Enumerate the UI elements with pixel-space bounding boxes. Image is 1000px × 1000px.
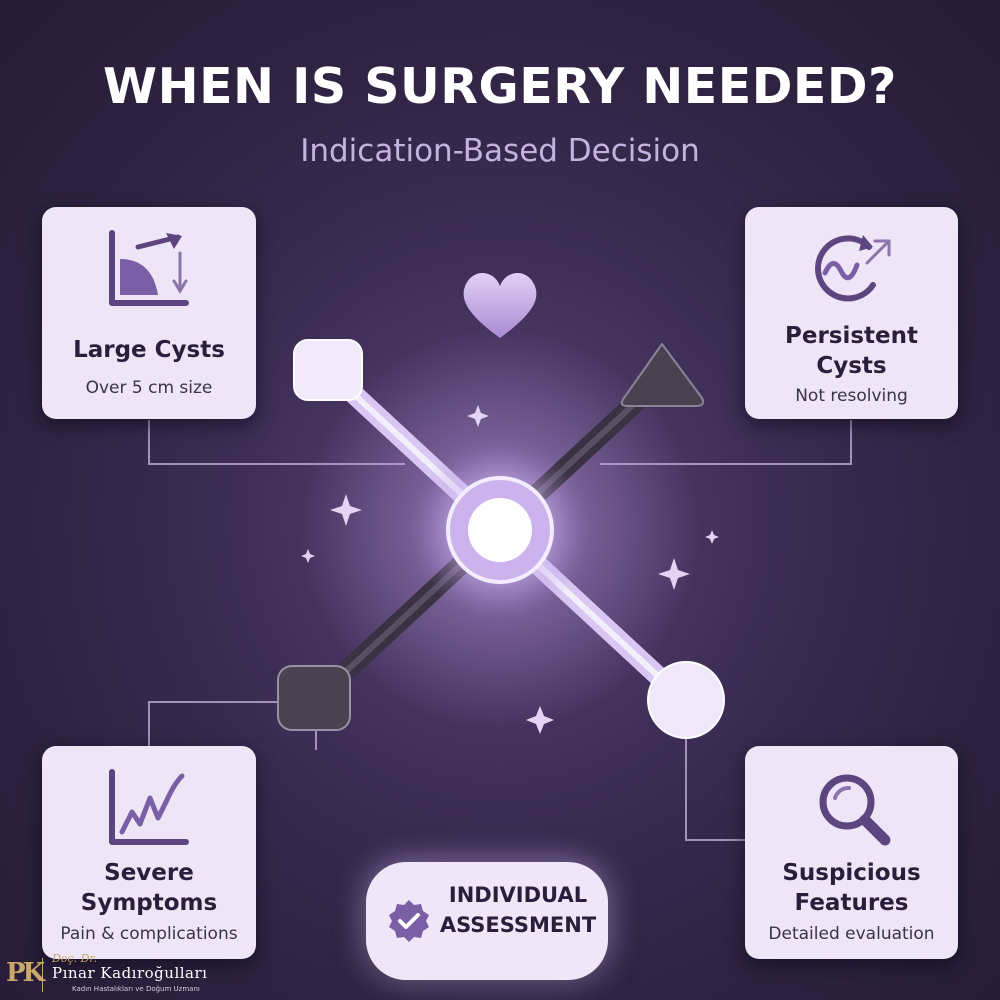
- card-subtitle: Detailed evaluation: [768, 924, 935, 944]
- node-triangle-dark: [620, 343, 705, 407]
- line-chart-spike-icon: [109, 769, 189, 845]
- magnifier-icon: [819, 774, 891, 846]
- chart-area-expand-icon: [109, 230, 189, 306]
- refresh-wave-icon: [815, 235, 891, 302]
- check-badge-icon: [389, 900, 429, 942]
- sparkle-4: [705, 530, 719, 544]
- node-square-light: [293, 339, 363, 401]
- connector-suspicious-features: [685, 720, 748, 841]
- logo-monogram: PK: [6, 958, 45, 988]
- card-title: Large Cysts: [73, 337, 225, 363]
- card-subtitle: Pain & complications: [60, 924, 238, 944]
- logo-name: Pınar Kadıroğulları: [52, 964, 208, 982]
- node-circle-light: [647, 661, 725, 739]
- logo-tagline: Kadın Hastalıkları ve Doğum Uzmanı: [72, 985, 200, 993]
- heart-icon: [463, 272, 537, 338]
- sparkle-5: [658, 558, 690, 590]
- badge-line-2: ASSESSMENT: [439, 913, 597, 937]
- logo-divider: [42, 958, 43, 992]
- card-subtitle: Over 5 cm size: [85, 378, 213, 398]
- brand-logo: PK Doç. Dr. Pınar Kadıroğulları Kadın Ha…: [6, 952, 236, 998]
- card-suspicious-features: Suspicious Features Detailed evaluation: [745, 746, 958, 959]
- logo-prefix: Doç. Dr.: [52, 952, 97, 965]
- sparkle-1: [467, 405, 489, 427]
- card-title-line-1: Persistent: [784, 323, 919, 349]
- sparkle-2: [330, 494, 362, 526]
- node-square-dark: [277, 665, 351, 731]
- sparkles: [301, 405, 719, 734]
- individual-assessment-badge: INDIVIDUAL ASSESSMENT: [366, 862, 608, 980]
- center-hub: [410, 440, 590, 620]
- card-title-line-1: Suspicious: [782, 860, 921, 886]
- badge-line-1: INDIVIDUAL: [448, 883, 588, 907]
- card-title-line-2: Features: [794, 890, 909, 916]
- card-persistent-cysts: Persistent Cysts Not resolving: [745, 207, 958, 419]
- card-title-line-2: Symptoms: [80, 890, 218, 916]
- card-subtitle: Not resolving: [795, 386, 908, 406]
- card-title-line-2: Cysts: [816, 353, 887, 379]
- card-large-cysts: Large Cysts Over 5 cm size: [42, 207, 256, 419]
- page-subtitle: Indication-Based Decision: [300, 133, 700, 169]
- badge-text: INDIVIDUAL ASSESSMENT: [436, 880, 600, 940]
- sparkle-3: [301, 549, 315, 563]
- card-severe-symptoms: Severe Symptoms Pain & complications: [42, 746, 256, 959]
- page-title: WHEN IS SURGERY NEEDED?: [103, 58, 897, 115]
- sparkle-6: [526, 706, 554, 734]
- card-title-line-1: Severe: [104, 860, 194, 886]
